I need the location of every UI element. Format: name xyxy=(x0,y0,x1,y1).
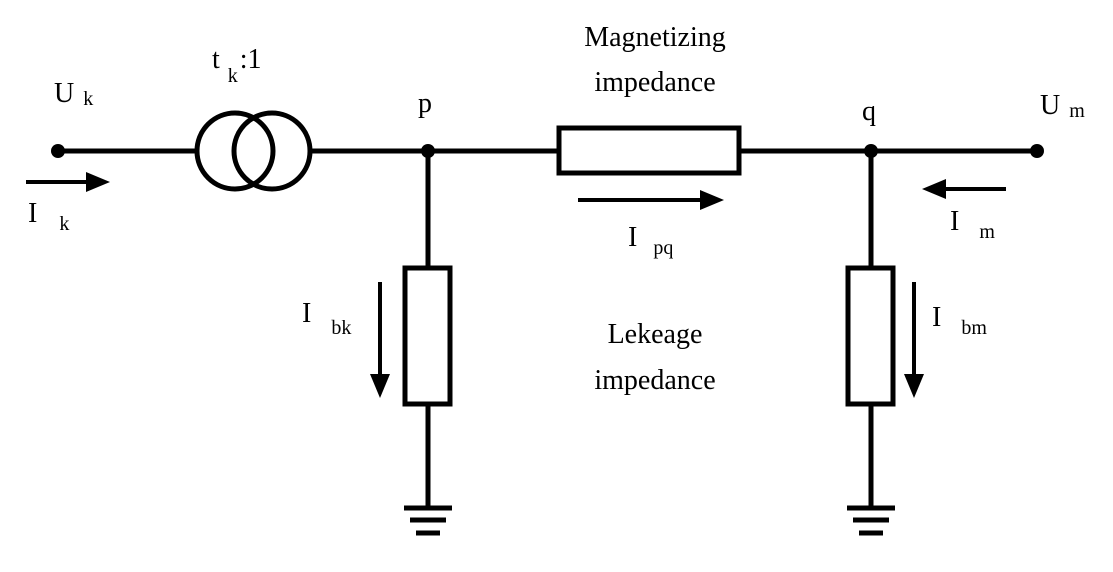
transformer-coil-primary xyxy=(194,110,276,192)
arrow-im-head xyxy=(922,179,946,199)
series-impedance xyxy=(556,125,742,176)
circuit-wires xyxy=(26,110,1037,536)
caption-leakage-line2: impedance xyxy=(594,365,715,396)
shunt-impedance-q xyxy=(845,265,896,407)
arrow-ik-head xyxy=(86,172,110,192)
terminal-m xyxy=(1030,144,1044,158)
ground-p xyxy=(404,505,452,536)
arrow-ibm-head xyxy=(904,374,924,398)
caption-leakage-line1: Lekeage xyxy=(608,319,703,350)
ground-q xyxy=(847,505,895,536)
label-node-q: q xyxy=(862,96,876,127)
shunt-impedance-p xyxy=(402,265,453,407)
arrowheads xyxy=(86,172,946,398)
label-node-p: p xyxy=(418,88,432,119)
node-q-dot xyxy=(864,144,878,158)
caption-magnetizing-line1: Magnetizing xyxy=(584,22,726,53)
transformer-coil-secondary xyxy=(231,110,313,192)
nodes xyxy=(51,144,1044,158)
arrow-ibk-head xyxy=(370,374,390,398)
node-p-dot xyxy=(421,144,435,158)
terminal-k xyxy=(51,144,65,158)
arrow-ipq-head xyxy=(700,190,724,210)
label-ratio: tk:1 xyxy=(212,44,262,87)
caption-magnetizing-line2: impedance xyxy=(594,67,715,98)
